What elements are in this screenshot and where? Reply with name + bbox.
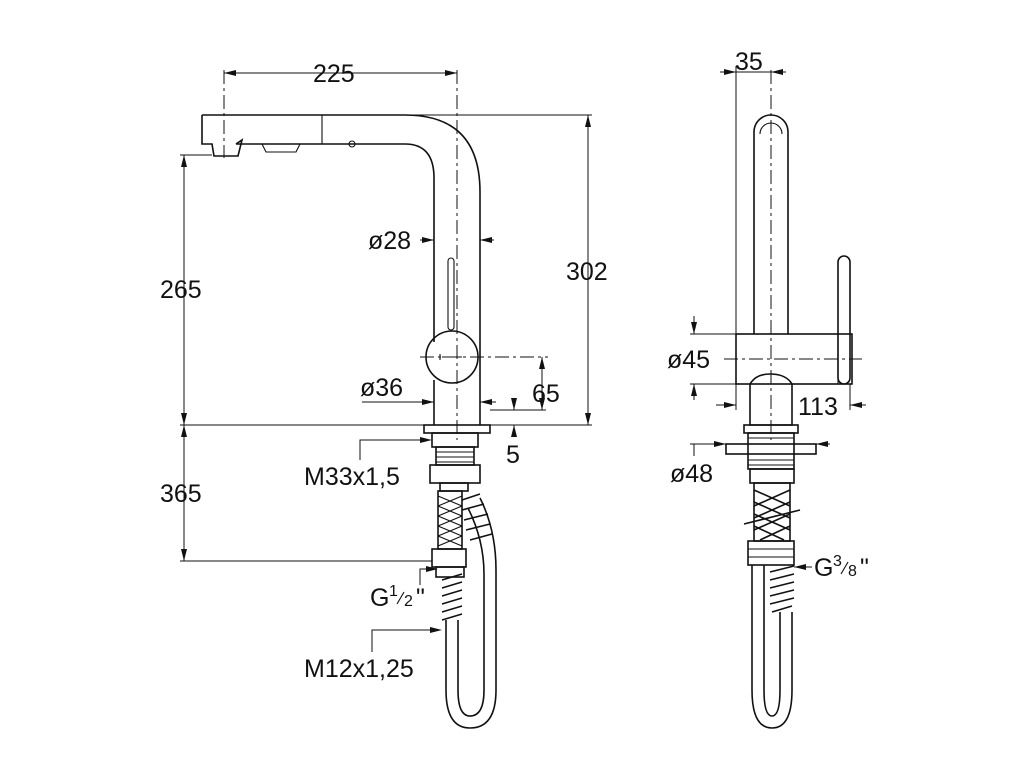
front-spout-inner xyxy=(236,143,435,342)
dim-35-arrow-right xyxy=(771,69,783,75)
dim-45-label: ø45 xyxy=(667,346,710,374)
dim-48-arrow-right xyxy=(816,441,828,447)
side-lower-body xyxy=(749,373,793,426)
front-nut xyxy=(429,464,481,484)
svg-text:2: 2 xyxy=(404,593,413,610)
svg-text:": " xyxy=(416,584,425,612)
front-shank-top xyxy=(431,432,479,448)
dim-35-label: 35 xyxy=(735,48,763,76)
svg-text:": " xyxy=(860,554,869,582)
dim-45-arrow-top xyxy=(691,322,697,334)
thread-m33-label: M33x1,5 xyxy=(304,463,400,491)
dim-48-label: ø48 xyxy=(670,460,713,488)
side-washer xyxy=(725,443,817,455)
front-spray-head xyxy=(261,143,301,153)
dim-35-arrow-left xyxy=(724,69,736,75)
front-spout-outline xyxy=(202,114,481,342)
side-connector xyxy=(747,540,795,566)
dim-365-arrow-top xyxy=(181,425,187,437)
side-view: 35 ø45 113 ø48 G 3 8 " xyxy=(667,48,869,729)
dim-265-label: 265 xyxy=(160,276,202,304)
dim-65-arrow-top xyxy=(539,357,545,369)
side-connector-threads xyxy=(748,548,794,558)
dim-265-arrow-bottom xyxy=(181,413,187,425)
front-hose-braid xyxy=(437,495,463,547)
front-spout-dot xyxy=(348,140,356,148)
thread-g-3-8-arrow xyxy=(794,564,806,570)
dim-5-label: 5 xyxy=(506,441,520,469)
thread-m33-arrow xyxy=(420,437,432,443)
front-supply-hose xyxy=(437,490,463,550)
dim-65-label: 65 xyxy=(532,380,560,408)
dim-48-arrow-left xyxy=(714,441,726,447)
front-hose-loop-inner xyxy=(457,507,485,717)
front-spring-coils xyxy=(441,573,463,621)
dim-28-arrow-right xyxy=(480,237,492,243)
dim-65-arrow-bottom xyxy=(539,398,545,410)
front-spout-tip xyxy=(201,115,244,157)
front-hose-loop xyxy=(445,497,497,729)
dim-302-arrow-top xyxy=(585,115,591,127)
thread-m12-arrow xyxy=(430,627,442,633)
dim-302-arrow-bottom xyxy=(585,413,591,425)
dim-113-arrow-right xyxy=(850,402,862,408)
dim-36-label: ø36 xyxy=(360,374,403,402)
front-hose-coil-side xyxy=(461,493,493,541)
dim-365-label: 365 xyxy=(160,480,202,508)
thread-g-3-8-label: G 3 8 " xyxy=(814,553,869,582)
thread-m33-leader xyxy=(359,439,430,460)
side-hose-loop-inner xyxy=(763,565,781,717)
side-spring-coils xyxy=(769,565,795,613)
svg-text:G: G xyxy=(370,584,389,612)
dim-28-arrow-left xyxy=(422,237,434,243)
dim-45-arrow-bottom xyxy=(691,384,697,396)
thread-m12-label: M12x1,25 xyxy=(304,655,414,683)
dim-265-arrow-top xyxy=(181,155,187,167)
dim-5-arrow-top xyxy=(511,398,517,410)
dim-225-arrow-right xyxy=(445,70,457,76)
thread-g-half-label: G 1 " 2 " xyxy=(370,583,425,612)
front-supply-connector xyxy=(431,548,467,568)
dim-365-arrow-bottom xyxy=(181,549,187,561)
front-nut-threads xyxy=(436,451,474,463)
dim-113-arrow-left xyxy=(724,402,736,408)
thread-m12-leader xyxy=(371,629,440,652)
side-hose-loop xyxy=(751,565,793,729)
svg-text:1: 1 xyxy=(389,583,398,600)
front-lever-slot xyxy=(447,257,455,331)
front-supply-connector-2 xyxy=(435,566,465,578)
side-lever xyxy=(837,255,851,385)
svg-text:8: 8 xyxy=(848,563,857,580)
front-view: 225 265 302 ø28 ø36 65 xyxy=(160,60,608,729)
side-hose-break xyxy=(743,509,801,525)
dim-225-arrow-left xyxy=(224,70,236,76)
dim-28-label: ø28 xyxy=(368,227,411,255)
svg-text:G: G xyxy=(814,554,833,582)
dim-5-arrow-bottom xyxy=(511,425,517,437)
dim-36-arrow-left xyxy=(422,399,434,405)
front-stud xyxy=(439,482,469,492)
side-shank-threads xyxy=(748,437,794,466)
dim-113-label: 113 xyxy=(798,393,838,421)
dim-302-label: 302 xyxy=(566,258,608,286)
side-hose-braid xyxy=(753,489,791,541)
side-nut xyxy=(749,468,795,484)
dim-225-label: 225 xyxy=(313,60,355,88)
svg-text:3: 3 xyxy=(833,553,842,570)
dim-36-arrow-right xyxy=(480,399,492,405)
thread-g-half-arrow xyxy=(426,566,438,572)
